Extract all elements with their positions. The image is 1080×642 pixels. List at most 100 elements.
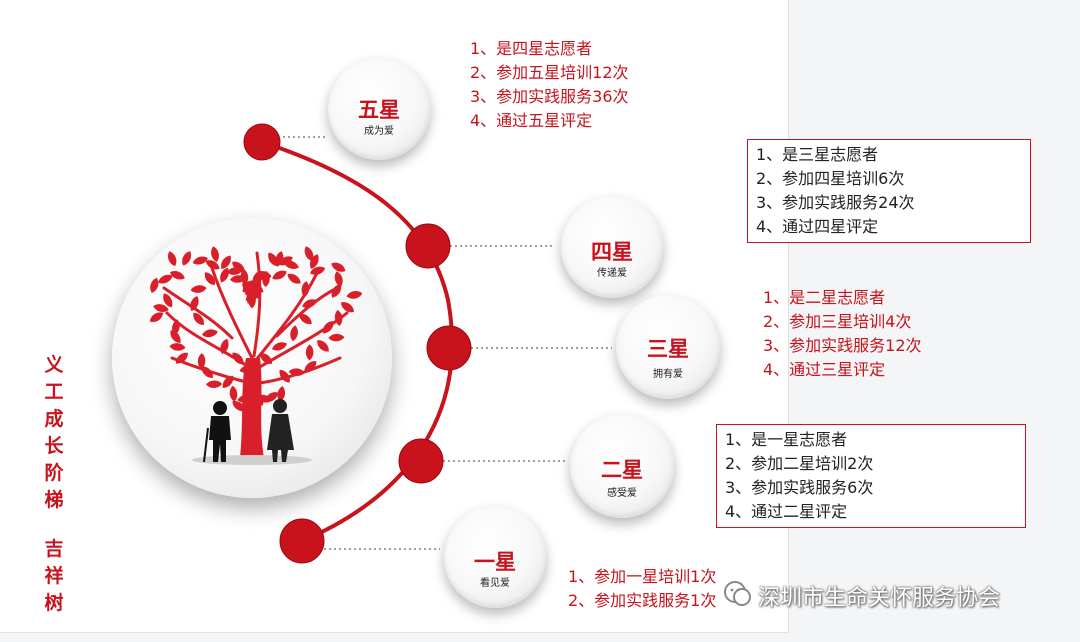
arc-curve: [261, 140, 454, 543]
tree-leaf: [288, 368, 305, 376]
tree-leaf: [168, 251, 177, 267]
tree-leaf: [309, 254, 319, 269]
tree-leaf: [259, 353, 273, 364]
tree-leaf: [244, 427, 259, 437]
tree-leaf: [211, 246, 219, 262]
elderly-man-body: [209, 416, 231, 462]
requirement-line: 4、通过三星评定: [763, 360, 886, 379]
requirement-line: 3、参加实践服务24次: [756, 193, 915, 212]
requirement-line: 2、参加实践服务1次: [568, 591, 717, 610]
tree-leaf: [190, 285, 207, 293]
star-title: 二星: [601, 458, 643, 482]
tree-leaf: [247, 368, 256, 385]
tree-leaf: [239, 365, 256, 373]
tree-leaf: [221, 255, 231, 269]
requirement-line: 3、参加实践服务12次: [763, 336, 922, 355]
watermark-text: 深圳市生命关怀服务协会: [758, 586, 1001, 611]
tree-leaf: [206, 380, 223, 388]
tree-leaf: [169, 270, 185, 280]
tree-leaf: [277, 386, 286, 402]
tree-leaf: [242, 281, 253, 295]
star-motto: 看见爱: [480, 578, 510, 589]
title-char: 成: [44, 408, 64, 430]
title-char: 工: [44, 381, 64, 403]
tree-leaf: [346, 291, 363, 299]
requirements-one-star: 1、参加一星培训1次 2、参加实践服务1次: [568, 565, 716, 613]
title-gap: [42, 514, 66, 536]
tree-leaf: [287, 273, 301, 284]
tree-leaf: [153, 304, 169, 313]
tree-leaf: [149, 312, 164, 323]
ladder-title: 义 工 成 长 阶 梯 吉 祥 树: [42, 352, 66, 617]
tree-leaf: [334, 310, 343, 326]
tree-leaf: [197, 353, 206, 370]
tree-leaf: [317, 340, 329, 352]
tree-leaf: [220, 338, 229, 355]
tree-branch: [210, 266, 254, 360]
tree-leaf: [205, 260, 220, 270]
walking-cane: [203, 427, 209, 463]
tree-leaf: [246, 413, 255, 430]
tree-leaf: [272, 270, 287, 280]
tree-leaf: [202, 329, 218, 338]
star-disc-three: 三星 拥有爱: [616, 295, 720, 399]
tree-leaf: [190, 296, 199, 312]
title-char: 祥: [44, 565, 64, 587]
tree-leaf: [232, 400, 246, 412]
tree-leaf: [334, 271, 343, 287]
elderly-woman-body: [267, 414, 294, 462]
star-disc-one: 一星 看见爱: [444, 506, 546, 608]
title-char: 义: [44, 354, 64, 376]
tree-leaf: [322, 321, 334, 334]
tree-leaf: [304, 246, 314, 262]
tree-branch: [252, 251, 262, 358]
title-char: 阶: [44, 462, 64, 484]
requirements-three-star: 1、是二星志愿者 2、参加三星培训4次 3、参加实践服务12次 4、通过三星评定: [763, 286, 922, 382]
tree-leaf: [201, 366, 213, 378]
star-title: 五星: [358, 98, 400, 122]
tree-leaf: [246, 289, 256, 304]
requirement-line: 4、通过二星评定: [725, 502, 848, 521]
tree-leaf: [232, 352, 244, 365]
requirement-line: 2、参加四星培训6次: [756, 169, 905, 188]
tree-leaf: [302, 299, 317, 308]
star-title: 三星: [647, 337, 689, 361]
tree-leaf: [169, 343, 186, 351]
requirement-line: 2、参加五星培训12次: [470, 63, 629, 82]
tree-leaf: [304, 361, 317, 373]
requirement-line: 1、是三星志愿者: [756, 145, 879, 164]
tree-leaf: [182, 251, 192, 266]
title-char: 吉: [44, 538, 64, 560]
tree-leaf: [301, 281, 310, 298]
tree-leaf: [254, 391, 264, 406]
tree-leaf: [328, 333, 345, 342]
tree-disc: [112, 218, 392, 498]
title-char: 树: [44, 592, 64, 614]
tree-leaf: [204, 272, 216, 286]
node-four: [405, 223, 451, 269]
tree-leaf: [222, 375, 234, 388]
tree-leaf: [341, 302, 354, 313]
tree-leaf: [229, 385, 238, 402]
tree-leaf: [279, 369, 290, 383]
tree-leaf: [220, 267, 229, 283]
requirement-line: 4、通过五星评定: [470, 111, 593, 130]
tree-leaf: [290, 325, 298, 342]
tree-leaf: [172, 319, 180, 336]
tree-leaf: [163, 293, 173, 308]
tree-branch: [162, 286, 234, 340]
title-char: 长: [44, 435, 64, 457]
tree-leaf: [193, 312, 204, 326]
tree-leaf: [310, 266, 326, 275]
tree-leaf: [271, 342, 288, 351]
tree-leaf: [175, 352, 188, 364]
tree-leaf: [331, 284, 342, 298]
requirement-line: 2、参加三星培训4次: [763, 312, 912, 331]
requirement-line: 3、参加实践服务6次: [725, 478, 874, 497]
tree-leaf: [243, 403, 253, 417]
requirements-two-star: 1、是一星志愿者 2、参加二星培训2次 3、参加实践服务6次 4、通过二星评定: [716, 424, 1026, 528]
ground-shadow: [192, 455, 312, 465]
heart-tree-icon: [149, 246, 363, 465]
tree-leaf: [249, 283, 264, 293]
